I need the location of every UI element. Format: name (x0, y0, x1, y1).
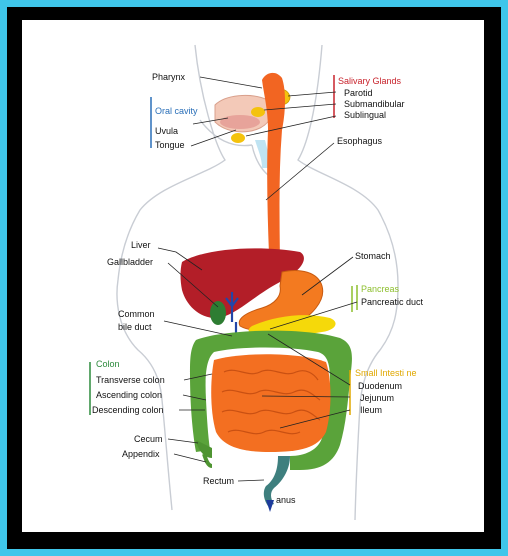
anus (266, 500, 274, 512)
label-parotid: Parotid (344, 88, 373, 98)
label-oral-cavity: Oral cavity (155, 106, 198, 116)
label-stomach: Stomach (355, 251, 391, 261)
label-small-intestine: Small Intesti ne (355, 368, 417, 378)
label-liver: Liver (131, 240, 151, 250)
label-rectum: Rectum (203, 476, 234, 486)
label-esophagus: Esophagus (337, 136, 383, 146)
label-submandibular: Submandibular (344, 99, 405, 109)
label-salivary-glands: Salivary Glands (338, 76, 402, 86)
label-uvula: Uvula (155, 126, 178, 136)
label-anus: anus (276, 495, 296, 505)
small-intestine (211, 354, 330, 452)
label-jejunum: Jejunum (360, 393, 394, 403)
label-pharynx: Pharynx (152, 72, 186, 82)
label-ileum: Ileum (360, 405, 382, 415)
gallbladder (210, 301, 226, 325)
label-tongue: Tongue (155, 140, 185, 150)
label-duodenum: Duodenum (358, 381, 402, 391)
label-cecum: Cecum (134, 434, 163, 444)
label-transverse-colon: Transverse colon (96, 375, 165, 385)
label-bile-duct: bile duct (118, 322, 152, 332)
sublingual-gland (231, 133, 245, 143)
label-descending-colon: Descending colon (92, 405, 164, 415)
submandibular-gland (251, 107, 265, 117)
label-appendix: Appendix (122, 449, 160, 459)
label-colon: Colon (96, 359, 120, 369)
label-gallbladder: Gallbladder (107, 257, 153, 267)
label-pancreatic-duct: Pancreatic duct (361, 297, 424, 307)
label-sublingual: Sublingual (344, 110, 386, 120)
label-pancreas: Pancreas (361, 284, 400, 294)
label-ascending-colon: Ascending colon (96, 390, 162, 400)
label-common: Common (118, 309, 155, 319)
